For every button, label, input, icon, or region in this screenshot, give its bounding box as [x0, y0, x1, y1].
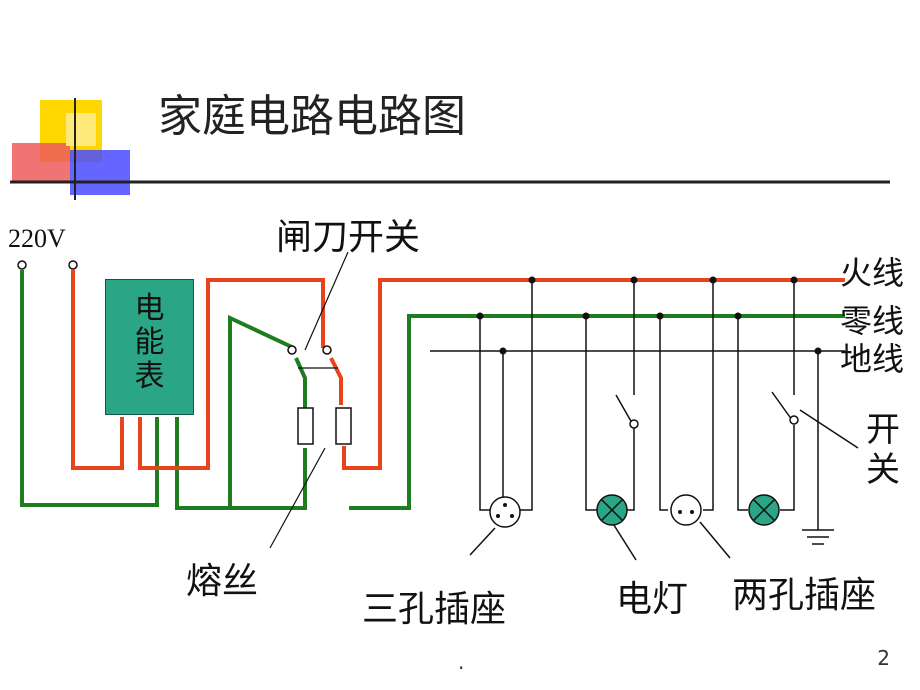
neutral-wire-label: 零线 [840, 302, 905, 340]
meter-char-2: 能 [134, 325, 165, 360]
lamp-label: 电灯 [616, 579, 689, 620]
meter-char-3: 表 [134, 359, 165, 394]
input-terminals [17, 260, 78, 270]
lamp-symbol-1 [596, 494, 628, 526]
neutral-wiring [20, 270, 845, 510]
three-hole-socket-label: 三孔插座 [362, 589, 507, 630]
three-hole-socket-symbol [489, 496, 521, 528]
junction-dots [476, 276, 822, 355]
switch-label: 开关 [866, 410, 900, 490]
switch-contacts [629, 415, 799, 429]
knife-switch-label: 闸刀开关 [276, 217, 421, 258]
fuses [269, 407, 352, 549]
two-hole-socket-label: 两孔插座 [732, 575, 877, 616]
ground-wire-label: 地线 [840, 340, 905, 378]
lamp-symbol-2 [748, 494, 780, 526]
live-wire-label: 火线 [840, 254, 905, 292]
page-number: 2 [877, 646, 890, 670]
footer-dot: . [458, 650, 465, 674]
fuse-label: 熔丝 [186, 561, 259, 602]
page-title: 家庭电路电路图 [158, 91, 466, 142]
two-hole-socket-symbol [670, 494, 702, 526]
knife-switch-symbol [287, 251, 349, 369]
electric-meter: 电 能 表 [105, 279, 194, 415]
voltage-label: 220V [8, 224, 66, 253]
title-decoration [10, 98, 890, 200]
branch-wiring [469, 280, 859, 561]
meter-char-1: 电 [134, 291, 165, 326]
